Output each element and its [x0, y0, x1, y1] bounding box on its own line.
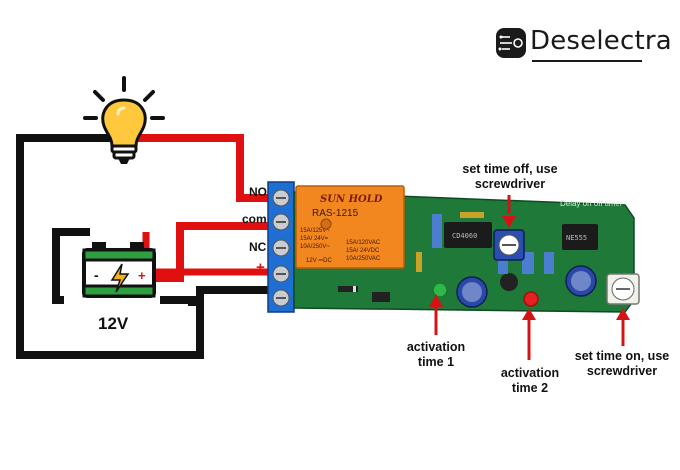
svg-text:+: + — [138, 268, 146, 283]
brand-logo-icon — [496, 28, 526, 58]
arrow-time-on — [616, 308, 630, 320]
note-activation-time-2: activation time 2 — [490, 366, 570, 396]
relay-rating-right-1: 15A/120VAC — [346, 240, 381, 246]
battery-voltage: 12V — [98, 314, 129, 333]
black-wire-minus — [52, 228, 90, 304]
note-set-time-off-line-1: set time off, use — [462, 162, 558, 176]
relay-rating-left-1: 15A/125V~ — [300, 228, 330, 234]
terminal-block — [267, 181, 295, 313]
battery-icon: - + — [82, 242, 156, 298]
terminal-label-no: NO — [249, 185, 267, 199]
arrow-activation-2 — [522, 308, 536, 320]
ic-chip-left-label: CD4060 — [452, 232, 477, 240]
arrow-activation-1 — [429, 294, 443, 307]
note-set-time-on-line-2: screwdriver — [586, 364, 658, 378]
relay-brand: SUN HOLD — [320, 194, 383, 205]
brand-logo: Deselectra — [494, 26, 672, 56]
terminal-label-nc: NC — [249, 240, 267, 254]
relay-rating-left-2: 15A/ 24V= — [300, 236, 329, 242]
terminal-label-com: com — [242, 212, 267, 226]
note-activation-2-line-1: activation — [500, 366, 560, 380]
note-set-time-on: set time on, use screwdriver — [568, 349, 676, 379]
relay-rating-right-2: 15A/ 24VDC — [346, 248, 380, 254]
relay-rating-left-3: 10A/250V~ — [300, 244, 330, 250]
note-set-time-off-line-2: screwdriver — [474, 177, 546, 191]
svg-text:-: - — [94, 267, 99, 283]
transistor-2 — [500, 273, 518, 291]
ic-chip-right — [562, 224, 598, 250]
red-wire-no — [136, 134, 270, 202]
relay-rating-right-3: 10A/250VAC — [346, 256, 381, 262]
relay-ratings-left: 15A/125V~ 15A/ 24V= 10A/250V~ — [300, 228, 332, 250]
note-set-time-off: set time off, use screwdriver — [448, 162, 572, 192]
wires — [16, 134, 270, 359]
black-wire-neg — [160, 286, 270, 304]
ic-chip-left — [444, 222, 492, 248]
relay-coil: 12V ⎓DC — [306, 258, 332, 264]
relay-ratings-right: 15A/120VAC 15A/ 24VDC 10A/250VAC — [346, 240, 382, 262]
board-title: Delay on off timer — [560, 199, 623, 208]
pcb-components: CD4060 NE555 Delay on off timer — [338, 199, 640, 308]
lightbulb-icon — [83, 76, 165, 164]
brand-logo-spacer — [494, 26, 526, 56]
terminal-label-minus: - — [257, 280, 262, 297]
led-green — [432, 282, 448, 298]
note-set-time-on-line-1: set time on, use — [574, 349, 670, 363]
note-activation-2-line-2: time 2 — [511, 381, 549, 395]
led-red — [523, 291, 539, 307]
relay-model: RAS-1215 — [312, 208, 359, 219]
brand-name: Deselectra — [530, 26, 672, 56]
note-activation-time-1: activation time 1 — [394, 340, 478, 370]
red-wire-com — [146, 222, 270, 282]
annotation-arrows — [429, 195, 630, 360]
arrow-time-off — [502, 216, 516, 228]
note-activation-1-line-1: activation — [406, 340, 466, 354]
ic-chip-right-label: NE555 — [566, 234, 587, 242]
terminal-label-plus: + — [256, 259, 265, 276]
note-activation-1-line-2: time 1 — [417, 355, 455, 369]
brand-underline — [532, 60, 642, 62]
relay: SUN HOLD RAS-1215 15A/125V~ 15A/ 24V= 10… — [295, 185, 405, 269]
